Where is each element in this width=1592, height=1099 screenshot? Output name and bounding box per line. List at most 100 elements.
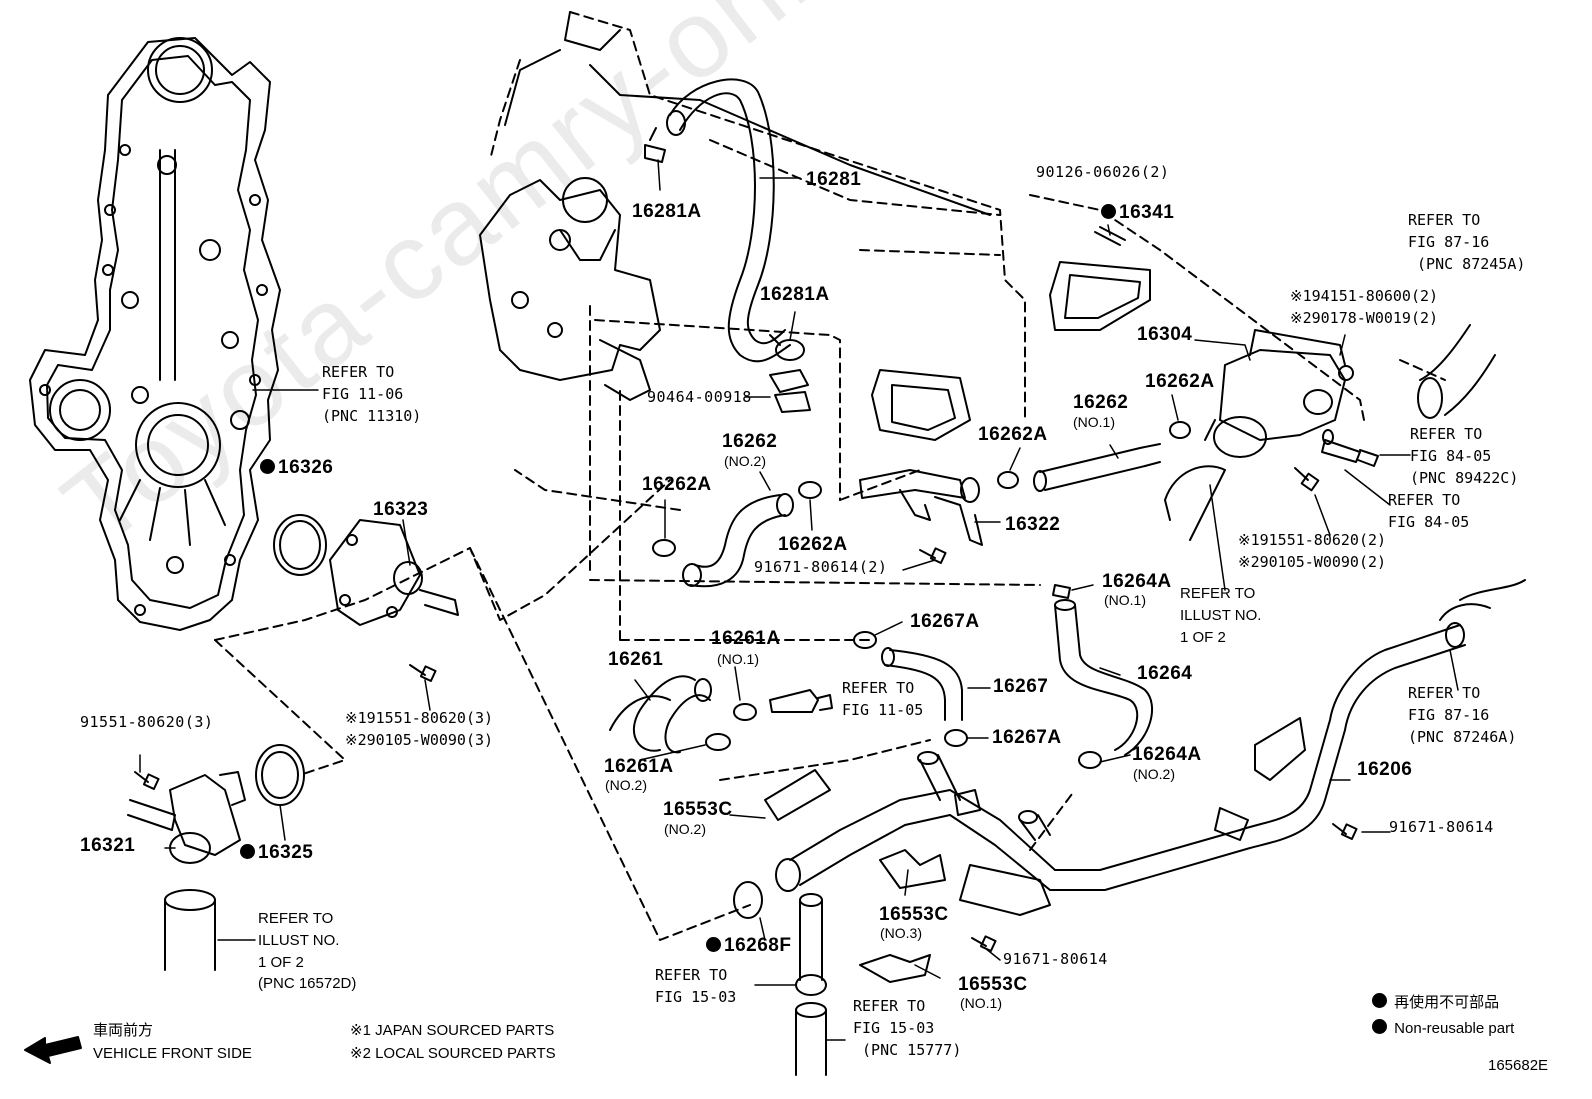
part-16281a-mid: 16281A xyxy=(760,284,830,305)
bolt-91671-low xyxy=(971,935,997,952)
ref-fig-15-03-b: REFER TO FIG 15-03 (PNC 15777) xyxy=(853,997,962,1059)
part-16553c-no3-sub: (NO.3) xyxy=(880,925,922,941)
figure-id: 165682E xyxy=(1488,1057,1549,1074)
hose-illust-mid xyxy=(1164,465,1226,541)
part-16323: 16323 xyxy=(373,499,429,520)
oil-pump-drawing xyxy=(479,177,661,401)
oring-16268f xyxy=(733,881,763,919)
part-16322: 16322 xyxy=(1005,514,1061,535)
bracket-16553c-no2 xyxy=(764,769,831,821)
clamp-90464 xyxy=(769,369,811,413)
part-16262a-low: 16262A xyxy=(778,534,848,555)
part-16325: 16325 xyxy=(240,843,313,862)
ref-illust-low: REFER TO ILLUST NO. 1 OF 2 (PNC 16572D) xyxy=(258,910,357,993)
bolt-91671-2 xyxy=(919,547,947,564)
hose-16281-drawing xyxy=(666,78,791,363)
sourced-parts-top-right: ※194151-80600(2) ※290178-W0019(2) xyxy=(1290,287,1439,327)
part-16261: 16261 xyxy=(608,649,664,670)
part-16264a-no1: 16264A xyxy=(1102,571,1172,592)
part-16268f-number: 16268F xyxy=(724,935,792,956)
part-16264: 16264 xyxy=(1137,663,1193,684)
part-16262a-left: 16262A xyxy=(642,474,712,495)
vehicle-front-en: VEHICLE FRONT SIDE xyxy=(93,1045,252,1062)
thermostat-housing-drawing xyxy=(1204,329,1346,458)
non-reusable-dot-icon xyxy=(706,937,721,952)
part-16304: 16304 xyxy=(1137,324,1193,345)
part-16267a-top: 16267A xyxy=(910,611,980,632)
pipe-16206-drawing xyxy=(1049,579,1526,891)
part-91551-80620-3: 91551-80620(3) xyxy=(80,713,214,731)
clamp-16267a-low xyxy=(944,729,968,747)
part-16553c-no1: 16553C xyxy=(958,974,1028,995)
part-16262-no2: 16262 xyxy=(722,431,778,452)
part-16262a-center: 16262A xyxy=(978,424,1048,445)
part-91671-80614-2: 91671-80614(2) xyxy=(754,558,888,576)
ref-fig-87-16-top: REFER TO FIG 87-16 (PNC 87245A) xyxy=(1408,211,1526,273)
part-16261a-no2: 16261A xyxy=(604,756,674,777)
ref-fig-11-05: REFER TO FIG 11-05 xyxy=(842,679,924,719)
part-16261a-no1: 16261A xyxy=(711,628,781,649)
clamp-15-03 xyxy=(795,974,827,996)
clamp-16262a-left xyxy=(652,539,676,557)
clamp-16262a-center xyxy=(997,471,1019,489)
part-90126: 90126-06026(2) xyxy=(1036,163,1170,181)
non-reusable-dot-icon xyxy=(1101,204,1116,219)
part-16341-number: 16341 xyxy=(1119,202,1175,223)
bolt-194151 xyxy=(1338,365,1354,381)
clamp-16281a-top xyxy=(644,127,666,163)
part-16262-no1-sub: (NO.1) xyxy=(1073,414,1115,430)
hose-16261-drawing xyxy=(609,675,712,754)
non-reusable-dot-icon xyxy=(260,459,275,474)
part-16264a-no1-sub: (NO.1) xyxy=(1104,592,1146,608)
bolt-right xyxy=(1294,467,1320,492)
part-16267a-low: 16267A xyxy=(992,727,1062,748)
clamp-16267a-top xyxy=(853,631,877,649)
ref-fig-84-05-b: REFER TO FIG 84-05 xyxy=(1388,491,1470,531)
sourced-parts-mid-left: ※191551-80620(3) ※290105-W0090(3) xyxy=(345,709,494,749)
part-16267: 16267 xyxy=(993,676,1049,697)
oring-right xyxy=(1322,429,1334,445)
gasket-16341 xyxy=(1049,261,1151,331)
clamp-16264a-no2 xyxy=(1078,751,1102,769)
part-16262-no1: 16262 xyxy=(1073,392,1129,413)
part-16553c-no3: 16553C xyxy=(879,904,949,925)
stud-90126 xyxy=(1094,226,1126,246)
hose-15-03-upper xyxy=(799,893,823,981)
leader-lines xyxy=(139,159,1459,1041)
bolt-91551 xyxy=(134,771,160,790)
gasket-16325 xyxy=(255,744,305,806)
timing-cover-drawing xyxy=(29,37,281,631)
part-16261a-no2-sub: (NO.2) xyxy=(605,777,647,793)
legend-en-text: Non-reusable part xyxy=(1394,1020,1515,1037)
pipe-16322-drawing xyxy=(859,469,983,546)
part-91671-80614-low: 91671-80614 xyxy=(1003,950,1108,968)
hose-lower-left xyxy=(164,889,216,971)
water-inlet-16323-drawing xyxy=(329,519,459,626)
legend-jp: 再使用不可部品 xyxy=(1372,992,1499,1014)
hose-15-03-lower xyxy=(795,1002,827,1076)
front-arrow-icon xyxy=(24,1036,82,1064)
part-16321: 16321 xyxy=(80,835,136,856)
ref-fig-15-03-a: REFER TO FIG 15-03 xyxy=(655,966,737,1006)
part-16326: 16326 xyxy=(260,458,333,477)
engine-outline xyxy=(214,11,1446,941)
sensor-89422c xyxy=(1321,439,1379,467)
ref-fig-11-06: REFER TO FIG 11-06 (PNC 11310) xyxy=(322,363,422,425)
part-16262a-right: 16262A xyxy=(1145,371,1215,392)
sourced-parts-mid-right: ※191551-80620(2) ※290105-W0090(2) xyxy=(1238,531,1387,571)
part-16553c-no1-sub: (NO.1) xyxy=(960,995,1002,1011)
legend-en: Non-reusable part xyxy=(1372,1018,1514,1040)
clamp-16264a-no1 xyxy=(1052,584,1071,599)
part-16206: 16206 xyxy=(1357,759,1413,780)
part-16268f: 16268F xyxy=(706,936,791,955)
ref-fig-84-05-a: REFER TO FIG 84-05 (PNC 89422C) xyxy=(1410,425,1519,487)
gasket-lower xyxy=(871,369,971,441)
clamp-16262a-right xyxy=(1169,421,1191,439)
part-16325-number: 16325 xyxy=(258,842,314,863)
bolt-91671-right xyxy=(1332,823,1358,840)
lower-pipe-drawing xyxy=(775,751,1056,916)
part-16262-no2-sub: (NO.2) xyxy=(724,453,766,469)
hose-16262-no2-drawing xyxy=(682,493,794,588)
